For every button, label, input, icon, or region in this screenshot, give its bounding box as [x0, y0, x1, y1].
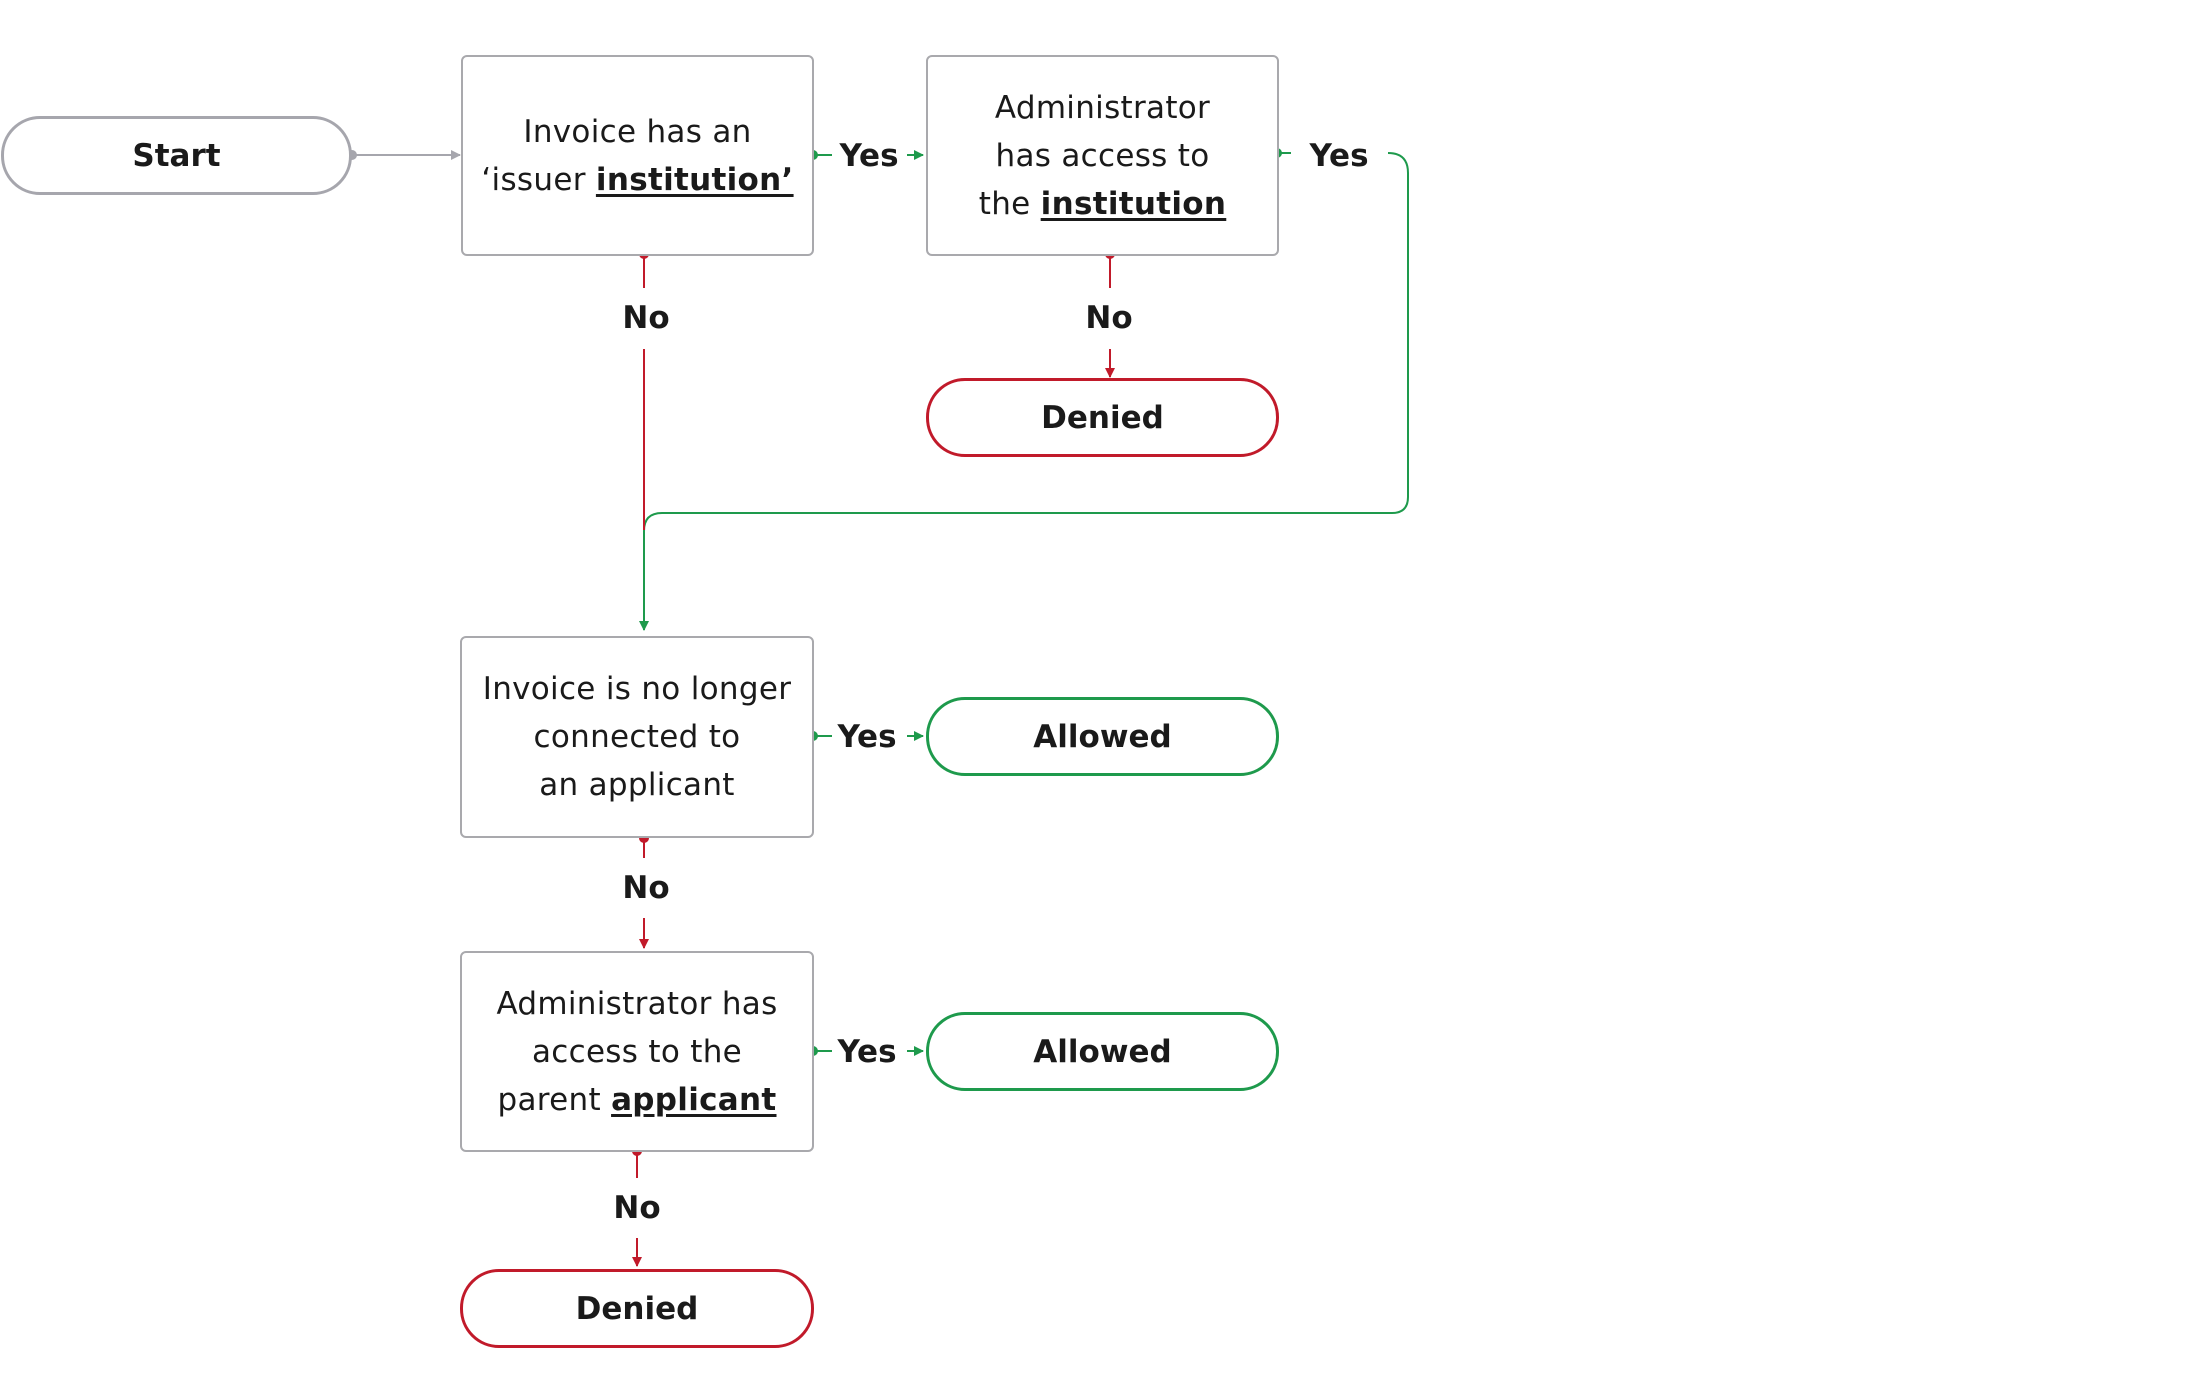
start-terminal: Start [1, 116, 352, 195]
q2-keyword: institution [1040, 185, 1227, 222]
q4-yes-label: Yes [835, 1034, 899, 1070]
q4-keyword: applicant [611, 1081, 777, 1118]
q2-line-3: the institution [978, 185, 1227, 222]
denied-top-label: Denied [1041, 399, 1164, 436]
q3-line-2: connected to [533, 719, 741, 755]
denied-bottom-label: Denied [575, 1290, 699, 1327]
q2-line-2: has access to [995, 137, 1210, 174]
q3-line-1: Invoice is no longer [482, 671, 792, 707]
q1-no-label: No [620, 300, 672, 336]
edge-start-to-q1 [347, 150, 461, 160]
edge-q1-no-to-q3 [639, 249, 649, 530]
q4-line-2: access to the [531, 1033, 743, 1070]
q1-keyword: institution’ [595, 161, 794, 198]
q1-line-1: Invoice has an [523, 113, 752, 150]
decision-no-longer-connected: Invoice is no longer connected to an app… [460, 636, 814, 838]
q4-line-3: parent applicant [497, 1081, 777, 1118]
q3-line-3: an applicant [539, 767, 735, 803]
q2-yes-label: Yes [1307, 138, 1371, 174]
allowed-mid-label: Allowed [1033, 718, 1172, 755]
start-label: Start [132, 137, 221, 174]
allowed-terminal-mid: Allowed [926, 697, 1279, 776]
q4-line-1: Administrator has [496, 985, 778, 1022]
q2-no-label: No [1083, 300, 1135, 336]
denied-terminal-bottom: Denied [460, 1269, 814, 1348]
q4-no-label: No [611, 1190, 663, 1226]
q2-line-1: Administrator [994, 89, 1211, 126]
denied-terminal-top: Denied [926, 378, 1279, 457]
q3-yes-label: Yes [835, 719, 899, 755]
decision-admin-institution-access: Administrator has access to the institut… [926, 55, 1279, 256]
decision-admin-applicant-access: Administrator has access to the parent a… [460, 951, 814, 1152]
q3-no-label: No [620, 870, 672, 906]
q1-yes-label: Yes [837, 138, 901, 174]
allowed-low-label: Allowed [1033, 1033, 1172, 1070]
q1-line-2: ‘issuer institution’ [481, 161, 794, 198]
allowed-terminal-low: Allowed [926, 1012, 1279, 1091]
decision-issuer-institution: Invoice has an ‘issuer institution’ [461, 55, 814, 256]
